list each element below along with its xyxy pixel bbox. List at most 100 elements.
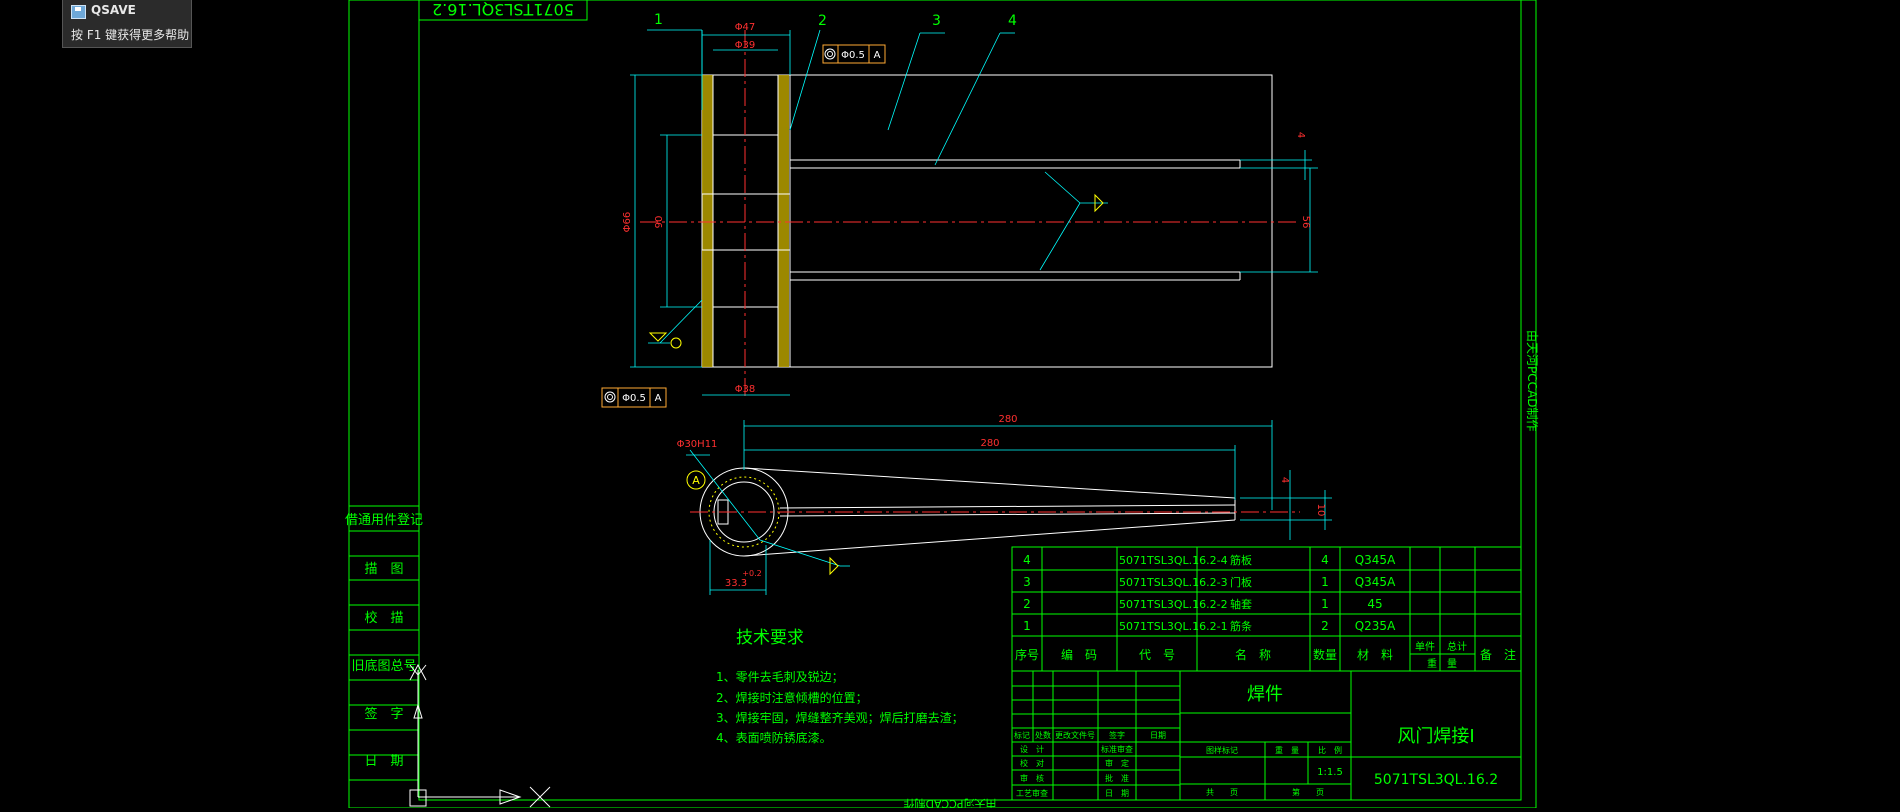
dim-text: 280: [980, 438, 999, 449]
bom-header-cell: 编 码: [1061, 647, 1097, 662]
title-block-grid: [1011, 670, 1522, 801]
bom-cell: 3: [1023, 575, 1031, 589]
plate-taper: [743, 467, 1236, 557]
row-label: 处数: [1035, 730, 1051, 740]
surface-circle: [670, 337, 682, 349]
mirrored-drawing-number: 5071TSL3QL.16.2: [432, 0, 574, 19]
tolerance-datum: A: [874, 50, 881, 61]
sign-label: 工艺审查: [1016, 788, 1048, 798]
plate-outline: [789, 74, 1273, 368]
bom-cell: 1: [1321, 597, 1329, 611]
weld-symbol: [1094, 193, 1104, 213]
dim-text: +0.2: [742, 569, 761, 578]
tech-line: 2、焊接时注意倾槽的位置；: [716, 690, 868, 705]
plan-dimension-text: 280 280 Φ30H11 33.3 +0.2 4 10: [677, 414, 1326, 589]
part-name: 风门焊接Ⅰ: [1397, 726, 1474, 747]
tech-line: 1、零件去毛刺及锐边；: [716, 670, 844, 684]
bom-cell: 筋板: [1230, 553, 1252, 567]
sleeve-hatch: [702, 75, 789, 367]
dim-text: 90: [654, 216, 665, 229]
tolerance-value: Φ0.5: [622, 393, 646, 404]
bom-cell: 4: [1023, 553, 1031, 567]
weld-symbol: [829, 556, 839, 576]
sleeve-inner: [701, 75, 791, 367]
sheet-label: 第 页: [1292, 787, 1324, 797]
bom-cell: 轴套: [1230, 597, 1252, 611]
dim-text: 4: [1279, 477, 1290, 483]
bom-cell: Q235A: [1355, 619, 1396, 633]
bom-header-cell: 名 称: [1235, 647, 1271, 662]
left-label: 借通用件登记: [345, 513, 423, 528]
left-column-labels: 借通用件登记 描 图 校 描 旧底图总号 签 字 日 期: [345, 513, 423, 769]
bottom-label: 由天河PCCAD制作: [904, 797, 997, 808]
tolerance-frame-top: Φ0.5 A: [822, 44, 886, 64]
bom-cell: 1: [1321, 575, 1329, 589]
balloons: 1 2 3 4: [654, 12, 1017, 29]
balloon: 4: [1008, 13, 1017, 29]
sign-label: 审 核: [1020, 773, 1044, 783]
dim-text: 280: [998, 414, 1017, 425]
bom-cell: 5071TSL3QL.16.2-3: [1119, 576, 1228, 589]
meta-label: 比 例: [1318, 745, 1342, 755]
bom-cell: Q345A: [1355, 575, 1396, 589]
dim-text: 56: [1300, 216, 1311, 229]
sign-label: 校 对: [1020, 758, 1044, 768]
ucs-icon: [409, 663, 551, 808]
title-block-text: 焊件 风门焊接Ⅰ 5071TSL3QL.16.2 1:1.5 标记 处数 更改文…: [1014, 684, 1498, 798]
tech-line: 3、焊接牢固，焊缝整齐美观；焊后打磨去渣；: [716, 710, 964, 725]
bom-header: 序号 编 码 代 号 名 称 数量 材 料 单件 总计 重 量 备 注: [1015, 640, 1516, 670]
dim-text: Φ30H11: [677, 439, 718, 450]
scale-value: 1:1.5: [1317, 767, 1343, 778]
balloon: 3: [932, 13, 941, 29]
bom-cell: 1: [1023, 619, 1031, 633]
ribs: [790, 159, 1241, 281]
left-label: 签 字: [364, 706, 403, 722]
sign-label: 日 期: [1105, 789, 1129, 798]
tolerance-frame-bottom: Φ0.5 A: [601, 387, 667, 408]
row-label: 更改文件号: [1055, 730, 1095, 740]
sheet-frame: [348, 0, 1537, 809]
dim-text: Φ47: [735, 22, 756, 33]
dim-text: 4: [1295, 132, 1306, 138]
sheet-label: 共 页: [1206, 788, 1238, 797]
left-label: 旧底图总号: [351, 658, 416, 674]
sign-label: 设 计: [1020, 744, 1044, 754]
tolerance-value: Φ0.5: [841, 50, 865, 61]
dim-text: 33.3: [725, 578, 747, 589]
bom-cell: 筋条: [1230, 619, 1252, 633]
left-label: 描 图: [364, 562, 403, 577]
dimension-lines: [630, 29, 1318, 396]
dim-text: Φ38: [735, 384, 756, 395]
technical-requirements: 技术要求 1、零件去毛刺及锐边； 2、焊接时注意倾槽的位置； 3、焊接牢固，焊缝…: [716, 628, 964, 745]
bom-header-cell: 总计: [1447, 640, 1467, 653]
save-icon: [71, 5, 86, 19]
bom-row: 4 5071TSL3QL.16.2-4 筋板 4 Q345A: [1023, 553, 1396, 567]
bom-row: 3 5071TSL3QL.16.2-3 门板 1 Q345A: [1023, 575, 1396, 589]
meta-label: 图样标记: [1206, 745, 1238, 755]
datum-label: A: [692, 474, 700, 487]
tolerance-datum: A: [655, 393, 662, 404]
tooltip-command: QSAVE: [91, 3, 136, 17]
left-label: 日 期: [364, 754, 403, 769]
tooltip-help: 按 F1 键获得更多帮助: [71, 28, 190, 42]
bom-cell: 5071TSL3QL.16.2-4: [1119, 554, 1228, 567]
balloon: 2: [818, 13, 827, 29]
datum-circle: [686, 470, 706, 490]
dim-text: Φ66: [622, 212, 633, 233]
sleeve-outline: [701, 74, 791, 368]
dim-text: 10: [1315, 504, 1326, 517]
dimension-text: Φ47 Φ39 Φ38 Φ66 90 56 4: [622, 22, 1311, 395]
plan-dimension-lines: [686, 420, 1332, 595]
part-type: 焊件: [1247, 684, 1283, 705]
side-label: 由天河PCCAD制作: [1525, 330, 1539, 431]
sign-label: 审 定: [1105, 758, 1129, 768]
bom-header-cell: 备 注: [1480, 647, 1516, 662]
bom-cell: 2: [1023, 597, 1031, 611]
left-label: 校 描: [364, 610, 403, 626]
row-label: 签字: [1109, 730, 1125, 740]
command-tooltip: QSAVE 按 F1 键获得更多帮助: [62, 0, 192, 48]
balloon: 1: [654, 12, 663, 28]
bom-cell: 4: [1321, 553, 1329, 567]
